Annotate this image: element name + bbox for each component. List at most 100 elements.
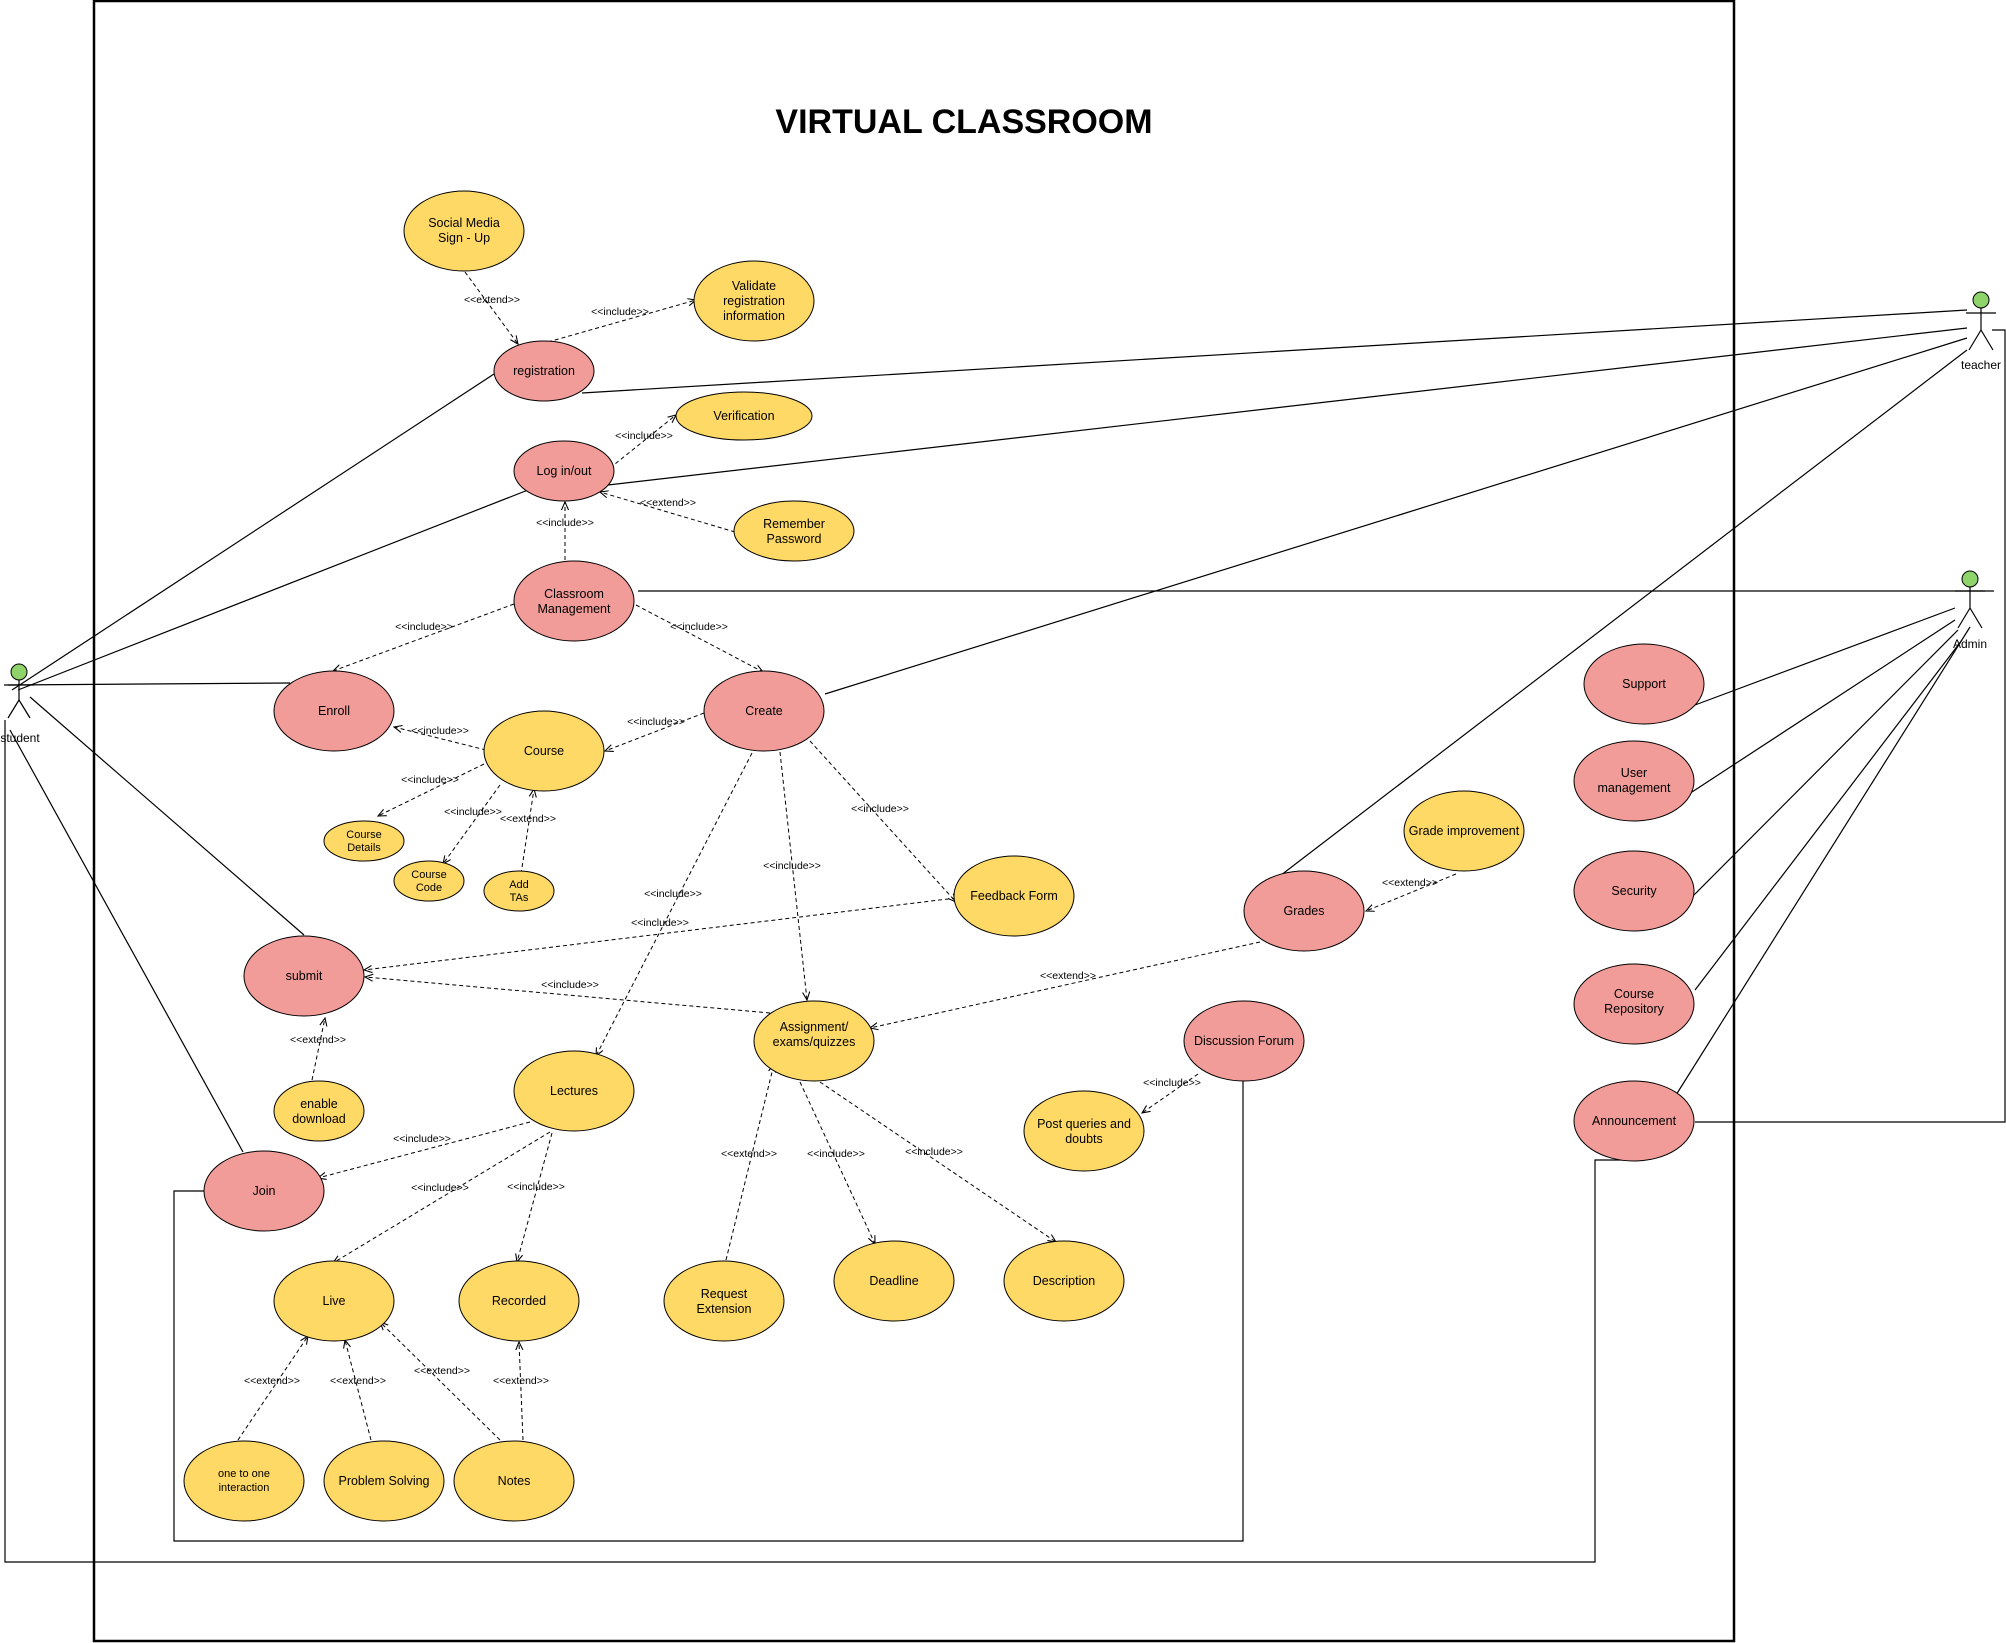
rel-label: <<extend>>: [500, 813, 556, 825]
rel-label: <<include>>: [395, 621, 453, 633]
rel-label: <<include>>: [507, 1181, 565, 1193]
uc-assignment[interactable]: Assignment/exams/quizzes: [753, 1000, 875, 1082]
rel-classroom-create: [635, 604, 763, 672]
rel-addtas-course: [520, 789, 534, 875]
rel-label: <<extend>>: [414, 1365, 470, 1377]
uc-description[interactable]: Description: [1003, 1240, 1125, 1322]
uc-verification[interactable]: Verification: [675, 391, 813, 441]
rel-assignment-deadline: [799, 1081, 875, 1244]
uc-course[interactable]: Course: [483, 710, 605, 792]
svg-text:Discussion Forum: Discussion Forum: [1194, 1034, 1294, 1048]
uc-live[interactable]: Live: [273, 1260, 395, 1342]
rel-request-assignment: [725, 1064, 774, 1261]
uc-deadline[interactable]: Deadline: [833, 1240, 955, 1322]
actor-label: student: [0, 731, 40, 745]
uc-login[interactable]: Log in/out: [513, 440, 615, 502]
svg-text:Grades: Grades: [1284, 904, 1325, 918]
assoc-student-enroll: [7, 682, 291, 686]
actor-label: Admin: [1953, 637, 1987, 651]
uc-announcement[interactable]: Announcement: [1573, 1080, 1695, 1162]
assoc-teacher-registration: [581, 309, 1968, 394]
svg-text:Recorded: Recorded: [492, 1294, 546, 1308]
svg-text:Create: Create: [745, 704, 783, 718]
uc-feedback-form[interactable]: Feedback Form: [953, 855, 1075, 937]
dependencies: <<extend>> <<include>> <<include>> <<ext…: [237, 271, 1457, 1441]
uc-notes[interactable]: Notes: [453, 1440, 575, 1522]
rel-label: <<include>>: [763, 860, 821, 872]
rel-label: <<include>>: [670, 621, 728, 633]
actor-teacher[interactable]: teacher: [1961, 291, 2001, 372]
svg-text:Grade improvement: Grade improvement: [1409, 824, 1520, 838]
uc-join[interactable]: Join: [203, 1150, 325, 1232]
rel-label: <<extend>>: [290, 1034, 346, 1046]
svg-text:Announcement: Announcement: [1592, 1114, 1677, 1128]
uc-grade-improvement[interactable]: Grade improvement: [1403, 790, 1525, 872]
uc-create[interactable]: Create: [703, 670, 825, 752]
rel-label: <<extend>>: [330, 1375, 386, 1387]
rel-course-details: [378, 763, 485, 816]
assoc-join-discussion: [173, 1080, 1244, 1542]
uc-grades[interactable]: Grades: [1243, 870, 1365, 952]
actor-student[interactable]: student: [0, 663, 40, 745]
svg-text:submit: submit: [286, 969, 323, 983]
rel-label: <<include>>: [401, 774, 459, 786]
assoc-student-login: [17, 489, 529, 691]
rel-grades-assignment: [870, 941, 1261, 1028]
rel-label: <<include>>: [615, 430, 673, 442]
uc-enroll[interactable]: Enroll: [273, 670, 395, 752]
rel-create-course: [605, 712, 705, 751]
rel-registration-validate: [547, 300, 696, 343]
rel-assignment-description: [819, 1081, 1056, 1242]
svg-text:Live: Live: [323, 1294, 346, 1308]
assoc-admin-security: [1692, 629, 1959, 897]
svg-text:Course: Course: [524, 744, 564, 758]
rel-create-feedback: [809, 740, 956, 902]
rel-label: <<include>>: [807, 1148, 865, 1160]
rel-gradeimp-grades: [1366, 873, 1457, 911]
svg-text:Security: Security: [1611, 884, 1657, 898]
rel-lectures-recorded: [517, 1132, 553, 1262]
assoc-teacher-grades: [1271, 349, 1968, 883]
assoc-student-announcement: [4, 720, 1625, 1563]
svg-text:Notes: Notes: [498, 1474, 531, 1488]
rel-label: <<extend>>: [1040, 970, 1096, 982]
uc-submit[interactable]: submit: [243, 935, 365, 1017]
actor-admin[interactable]: Admin: [1953, 570, 1987, 651]
rel-course-enroll: [394, 727, 487, 751]
uc-recorded[interactable]: Recorded: [458, 1260, 580, 1342]
uc-problem-solving[interactable]: Problem Solving: [323, 1440, 445, 1522]
rel-label: <<include>>: [1143, 1077, 1201, 1089]
rel-label: <<extend>>: [464, 294, 520, 306]
rel-notes-recorded: [519, 1342, 524, 1441]
uc-registration[interactable]: registration: [493, 340, 595, 402]
assoc-teacher-announcement: [1695, 329, 2006, 1123]
rel-label: <<include>>: [631, 917, 689, 929]
assoc-admin-support: [1694, 607, 1956, 706]
uc-discussion-forum[interactable]: Discussion Forum: [1183, 1000, 1305, 1082]
rel-assignment-submit: [365, 977, 771, 1014]
uc-security[interactable]: Security: [1573, 850, 1695, 932]
diagram-title: VIRTUAL CLASSROOM: [775, 103, 1152, 141]
assoc-teacher-create: [824, 337, 1968, 695]
rel-lectures-live: [333, 1131, 551, 1263]
uc-support[interactable]: Support: [1583, 643, 1705, 725]
rel-label: <<include>>: [591, 306, 649, 318]
uc-lectures[interactable]: Lectures: [513, 1050, 635, 1132]
